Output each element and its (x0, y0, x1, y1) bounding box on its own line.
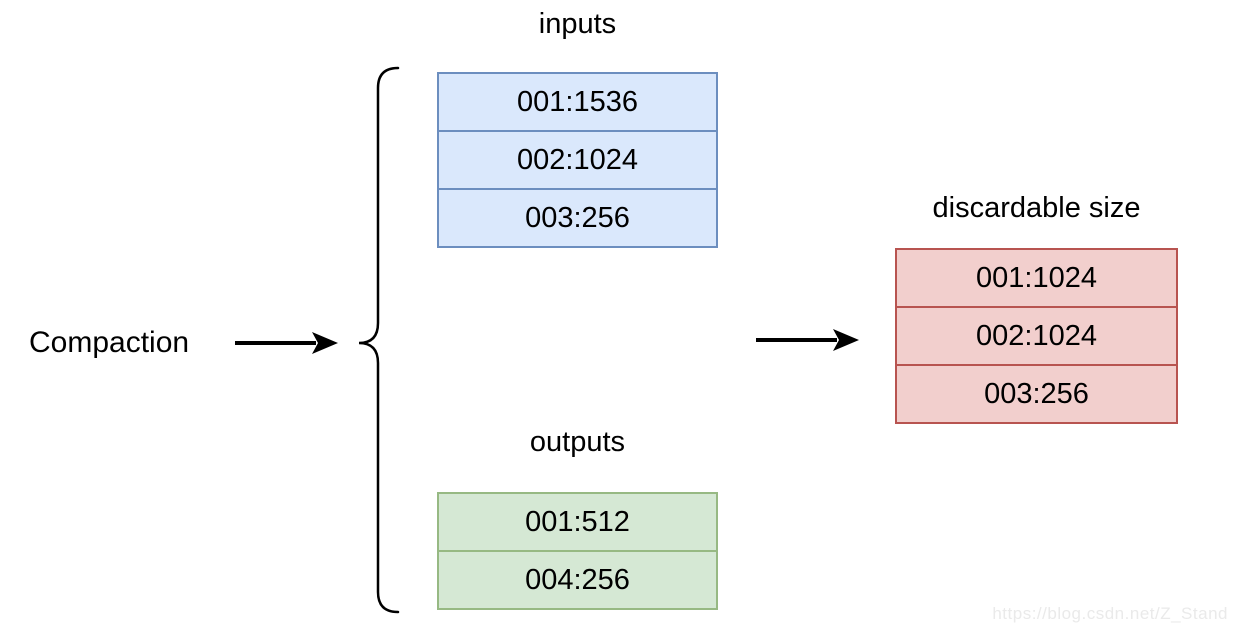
watermark-text: https://blog.csdn.net/Z_Stand (992, 604, 1228, 623)
discardable-row: 001:1024 (895, 248, 1178, 308)
discardable-row: 002:1024 (895, 306, 1178, 366)
arrow-compaction-to-brace (235, 332, 338, 354)
outputs-label: outputs (529, 426, 626, 458)
discardable-size-label: discardable size (932, 192, 1141, 224)
arrow-to-discardable (756, 329, 859, 351)
inputs-row: 003:256 (437, 188, 718, 248)
discardable-size-stack: 001:1024 002:1024 003:256 (895, 248, 1178, 424)
inputs-stack: 001:1536 002:1024 003:256 (437, 72, 718, 248)
curly-brace (358, 66, 400, 614)
inputs-label: inputs (538, 8, 617, 40)
outputs-stack: 001:512 004:256 (437, 492, 718, 610)
compaction-label: Compaction (29, 326, 190, 359)
outputs-row: 004:256 (437, 550, 718, 610)
inputs-row: 002:1024 (437, 130, 718, 190)
outputs-row: 001:512 (437, 492, 718, 552)
discardable-row: 003:256 (895, 364, 1178, 424)
inputs-row: 001:1536 (437, 72, 718, 132)
